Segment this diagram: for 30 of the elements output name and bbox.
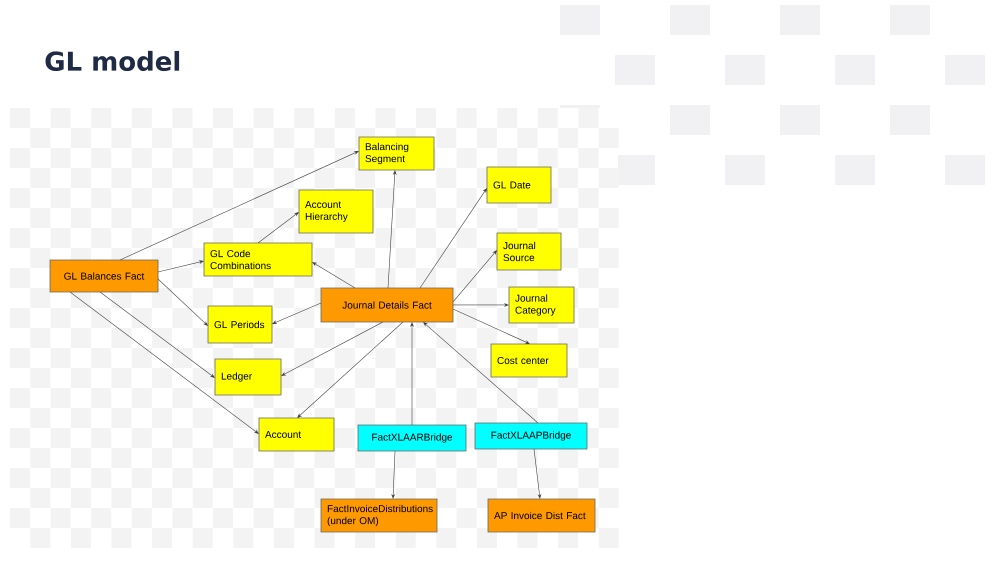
fact-box: FactInvoiceDistributions (under OM) xyxy=(320,498,438,532)
bridge-box: FactXLAAPBridge xyxy=(474,422,588,450)
arrow xyxy=(452,250,497,302)
dimension-box: Ledger xyxy=(214,358,282,396)
arrow xyxy=(158,260,204,272)
arrow xyxy=(272,302,322,324)
arrow xyxy=(452,308,530,344)
arrow xyxy=(423,322,538,424)
dimension-box: Account Hierarchy xyxy=(298,190,374,234)
fact-box: Journal Details Fact xyxy=(320,288,454,322)
arrow xyxy=(281,322,384,376)
arrow xyxy=(297,322,404,418)
dimension-box: GL Code Combinations xyxy=(204,242,312,276)
bridge-box: FactXLAARBridge xyxy=(358,424,466,452)
fact-box: GL Balances Fact xyxy=(50,260,158,292)
arrow xyxy=(70,292,259,434)
dimension-box: GL Periods xyxy=(208,306,272,344)
fact-box: AP Invoice Dist Fact xyxy=(488,498,596,532)
dimension-box: Balancing Segment xyxy=(358,136,434,170)
dimension-box: Cost center xyxy=(490,344,568,378)
arrow xyxy=(158,278,208,326)
arrow xyxy=(258,212,299,244)
arrow xyxy=(420,188,487,288)
arrow xyxy=(100,292,215,378)
dimension-box: GL Date xyxy=(486,166,552,204)
arrow xyxy=(120,151,359,260)
title: GL model xyxy=(46,50,180,72)
dimension-box: Journal Category xyxy=(508,286,574,324)
dimension-box: Account xyxy=(258,418,334,452)
dimension-box: Journal Source xyxy=(496,232,562,270)
